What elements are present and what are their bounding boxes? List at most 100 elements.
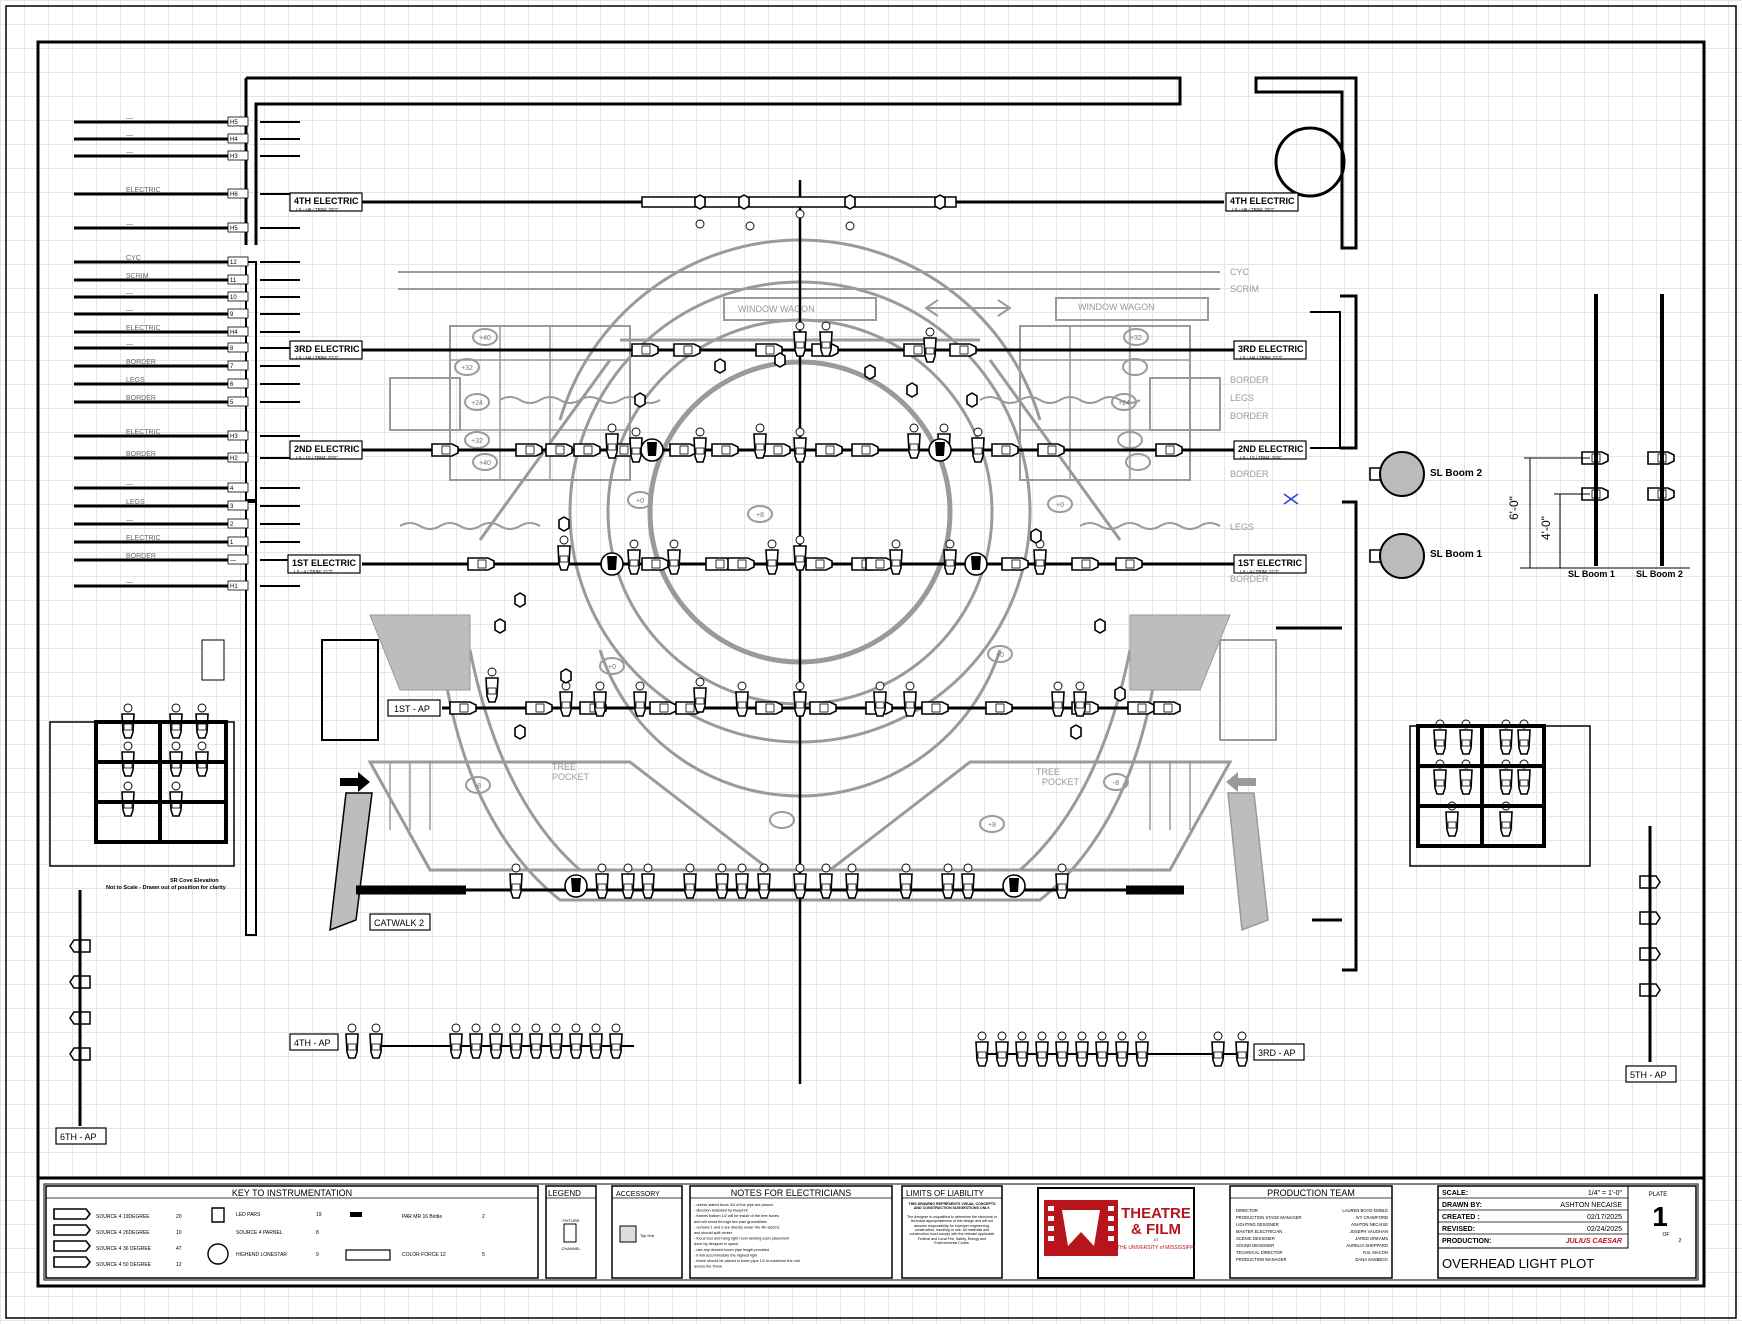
- fixture-ellipsoidal: [1095, 1031, 1109, 1067]
- elevation-mark: +0: [1056, 502, 1064, 509]
- fixture-lonestar: [928, 438, 952, 462]
- pipe-label-1st-ap: 1ST - AP: [387, 699, 441, 717]
- label-legs-2: LEGS: [1230, 522, 1254, 532]
- pipe-label-3rd-electric-left: 3RD ELECTRIC LS - H4 / TRIM: 21'3": [289, 340, 363, 360]
- dim-4ft: 4'-0": [1539, 516, 1553, 540]
- sl-boom-2-label: SL Boom 2: [1430, 468, 1482, 479]
- fixture-ellipsoidal: [793, 681, 807, 717]
- svg-text:THEATRE: THEATRE: [1121, 1205, 1191, 1222]
- fixture-ellipsoidal: [683, 863, 697, 899]
- key-item-count: 8: [316, 1230, 319, 1236]
- upstage-wall-left: [246, 76, 1182, 245]
- svg-text:LS - H6 / TRIM: 20'3": LS - H6 / TRIM: 20'3": [296, 207, 339, 212]
- elevation-mark: +24: [1118, 400, 1130, 407]
- lineset-number: 10: [230, 295, 237, 301]
- fixture-led-par: [906, 382, 918, 398]
- pipe-label-catwalk-2: CATWALK 2: [369, 913, 431, 931]
- lineset-number: H6: [230, 192, 238, 198]
- 4th-electric-truss: [641, 196, 957, 208]
- fixture-ellipsoidal-side: [805, 557, 833, 571]
- svg-text:LS - 10 / TRIM: 20'5": LS - 10 / TRIM: 20'5": [296, 455, 338, 460]
- svg-text:6TH - AP: 6TH - AP: [60, 1132, 97, 1142]
- fixture-ellipsoidal: [923, 327, 937, 363]
- lineset-name: —: [126, 149, 133, 156]
- lineset-row: —8: [74, 341, 300, 353]
- fixture-ellipsoidal-side: [649, 701, 677, 715]
- lineset-name: —: [126, 341, 133, 348]
- lineset-number: H4: [230, 330, 238, 336]
- lineset-number: 2: [230, 522, 234, 528]
- svg-text:02/17/2025: 02/17/2025: [1587, 1214, 1622, 1221]
- scenery-labels: CYC SCRIM WINDOW WAGON WINDOW WAGON BORD…: [552, 267, 1269, 787]
- fixture-ellipsoidal: [693, 677, 707, 713]
- key-item-name: PAR MR 16 Birdie: [402, 1214, 442, 1220]
- fixture-lonestar: [1002, 874, 1026, 898]
- fixture-ellipsoidal-side: [467, 557, 495, 571]
- fixture-ellipsoidal-side: [851, 443, 879, 457]
- fixture-led-par: [558, 516, 570, 532]
- key-item-count: 20: [176, 1214, 182, 1220]
- fixture-led-par: [1094, 618, 1106, 634]
- fixture-ellipsoidal-side: [1155, 443, 1183, 457]
- lineset-name: CYC: [126, 255, 141, 262]
- lineset-number: 5: [230, 400, 234, 406]
- pipe-label-4th-electric-right: 4TH ELECTRIC LS - H6 / TRIM: 20'3": [1225, 192, 1299, 212]
- fixture-led-par: [694, 194, 706, 210]
- fixture-ellipsoidal: [1115, 1031, 1129, 1067]
- note-line: - it will accommodate the highest light: [694, 1253, 758, 1257]
- key-led-par-icon: [211, 1207, 225, 1223]
- notes-for-electricians: NOTES FOR ELECTRICIANS - unless stated f…: [689, 1185, 893, 1279]
- key-item-name: COLOR FORCE 12: [402, 1252, 446, 1258]
- elevation-mark: +32: [461, 365, 473, 372]
- fixture-ellipsoidal-side: [921, 701, 949, 715]
- wall-column: [1274, 126, 1346, 198]
- sl-cove-elevation: [1409, 724, 1591, 867]
- fixture-lonestar: [640, 438, 664, 462]
- fixture-ellipsoidal: [765, 539, 779, 575]
- svg-text:PRODUCTION TEAM: PRODUCTION TEAM: [1267, 1188, 1355, 1198]
- svg-text:4TH ELECTRIC: 4TH ELECTRIC: [1230, 196, 1295, 206]
- lineset-row: —9: [74, 307, 300, 319]
- svg-text:2: 2: [1679, 1238, 1682, 1244]
- svg-text:Top Hat: Top Hat: [640, 1233, 655, 1238]
- lineset-name: LEGS: [126, 377, 145, 384]
- fixture-ellipsoidal-side: [515, 443, 543, 457]
- fixture-ellipsoidal: [605, 423, 619, 459]
- pipe-label-4th-ap: 4TH - AP: [289, 1033, 339, 1051]
- svg-text:3RD ELECTRIC: 3RD ELECTRIC: [1238, 344, 1304, 354]
- fixture-ellipsoidal: [693, 427, 707, 463]
- key-item-name: SOURCE 4 19DEGREE: [96, 1214, 150, 1220]
- svg-text:LS - 4 / TRIM: 21'7": LS - 4 / TRIM: 21'7": [294, 569, 334, 574]
- svg-text:3RD - AP: 3RD - AP: [1258, 1048, 1296, 1058]
- fixture-ellipsoidal: [1075, 1031, 1089, 1067]
- fixture-ellipsoidal: [595, 863, 609, 899]
- sl-boom-1-base: [1379, 533, 1425, 579]
- tree-pocket-right: [825, 760, 1233, 872]
- fixture-ellipsoidal: [569, 1023, 583, 1059]
- fixture-led-par: [738, 194, 750, 210]
- fixture-ellipsoidal: [1235, 1031, 1249, 1067]
- svg-text:PRODUCTION:: PRODUCTION:: [1442, 1238, 1491, 1245]
- label-legs-1: LEGS: [1230, 393, 1254, 403]
- sl-boom-1-label: SL Boom 1: [1430, 549, 1482, 560]
- svg-text:LS - H4 / TRIM: 21'3": LS - H4 / TRIM: 21'3": [1240, 355, 1283, 360]
- fixture-ellipsoidal: [169, 741, 183, 777]
- note-line: - frame should be placed in boom pipe 1/…: [694, 1259, 801, 1263]
- svg-text:SR Cove Elevation: SR Cove Elevation: [170, 878, 219, 884]
- fixture-ellipsoidal: [1035, 1031, 1049, 1067]
- fixture-ellipsoidal: [819, 321, 833, 357]
- fixture-ellipsoidal-side: [809, 701, 837, 715]
- lineset-name: —: [126, 481, 133, 488]
- fixture-ellipsoidal: [971, 427, 985, 463]
- svg-text:LS - 4 / TRIM: 21'7": LS - 4 / TRIM: 21'7": [1240, 569, 1280, 574]
- fixture-ellipsoidal: [943, 539, 957, 575]
- svg-text:CHANNEL: CHANNEL: [561, 1246, 581, 1251]
- svg-text:1/4" = 1'-0": 1/4" = 1'-0": [1588, 1190, 1623, 1197]
- svg-text:NOTES FOR ELECTRICIANS: NOTES FOR ELECTRICIANS: [731, 1188, 852, 1198]
- note-line: - direction indicated by blueprint: [694, 1209, 749, 1213]
- fixture-ellipsoidal-side: [711, 443, 739, 457]
